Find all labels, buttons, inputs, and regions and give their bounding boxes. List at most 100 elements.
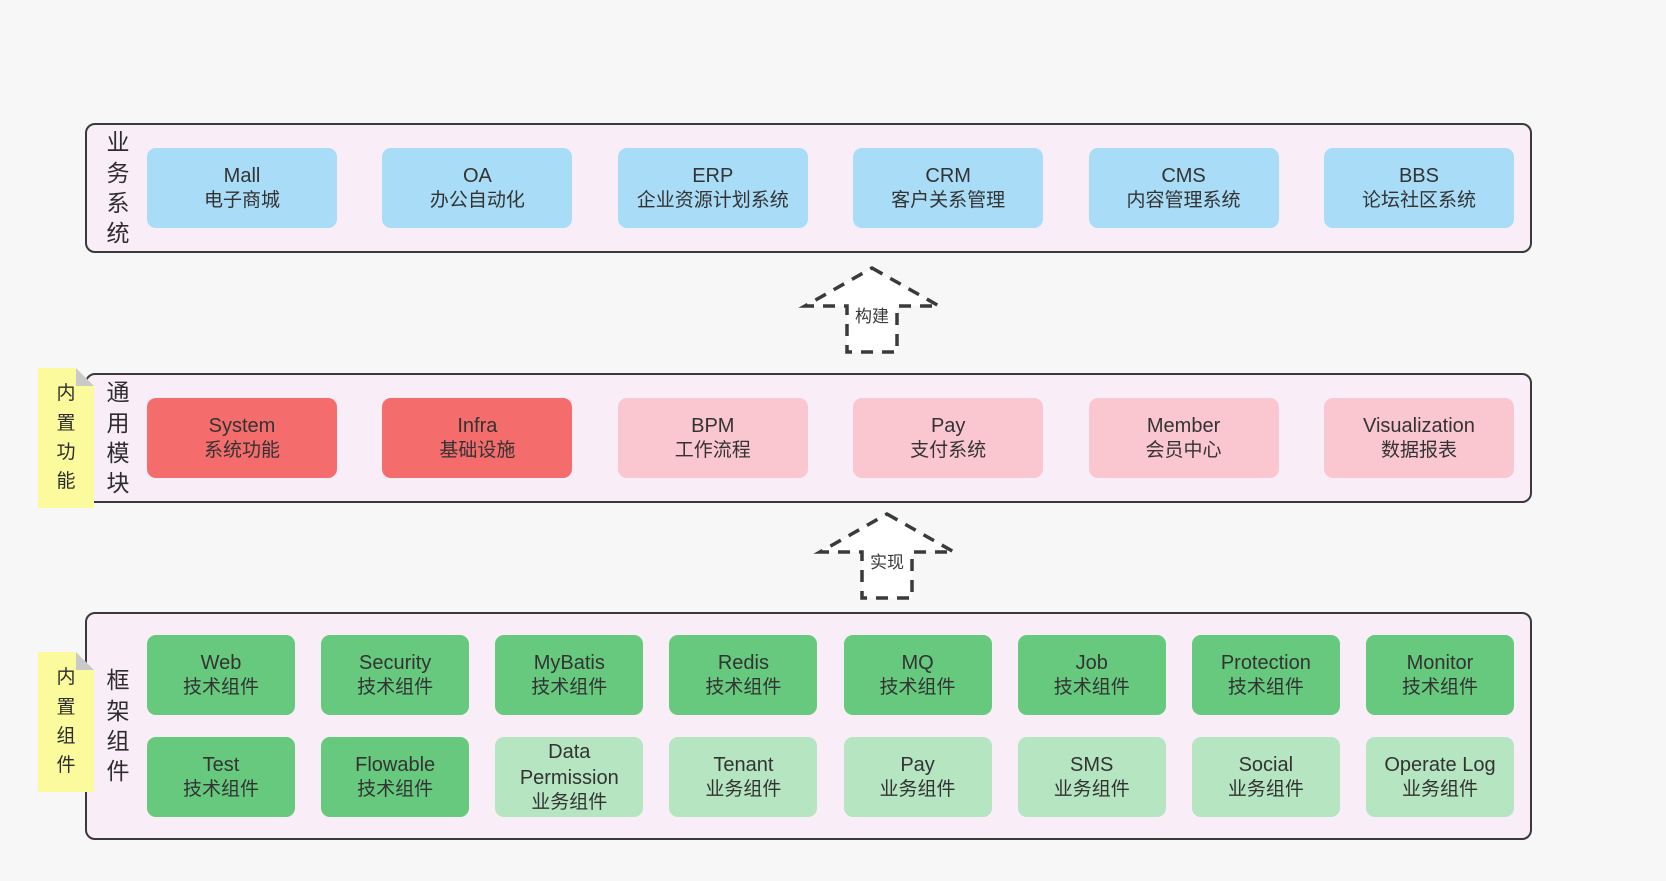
box-subtitle: 业务组件 [1227, 778, 1304, 800]
sticky-note-builtin-components: 内置组件 [38, 652, 94, 792]
box-subtitle: 业务组件 [705, 778, 782, 800]
box-erp: ERP 企业资源计划系统 [617, 148, 808, 228]
modules-box-row: System 系统功能 Infra 基础设施 BPM 工作流程 Pay 支付系统… [147, 398, 1514, 478]
arrow-implement-label: 实现 [867, 548, 907, 573]
box-title: Tenant [713, 753, 774, 776]
box-subtitle: 技术组件 [879, 676, 956, 698]
box-subtitle: 技术组件 [1053, 676, 1130, 698]
box-subtitle: 电子商城 [203, 189, 280, 211]
box-title: Web [200, 651, 242, 674]
arrow-build: 构建 [797, 264, 947, 356]
box-mq: MQ 技术组件 [843, 635, 992, 715]
box-monitor: Monitor 技术组件 [1365, 635, 1514, 715]
box-subtitle: 支付系统 [910, 439, 987, 461]
box-title: MQ [901, 651, 934, 674]
box-data-permission: Data Permission 业务组件 [495, 737, 644, 817]
box-oa: OA 办公自动化 [382, 148, 573, 228]
box-bbs: BBS 论坛社区系统 [1323, 148, 1514, 228]
box-title: Flowable [355, 753, 436, 776]
box-title: Monitor [1406, 651, 1474, 674]
box-sms: SMS 业务组件 [1017, 737, 1166, 817]
box-subtitle: 技术组件 [357, 676, 434, 698]
sticky-label: 内置功能 [56, 383, 76, 493]
components-grid: Web 技术组件 Security 技术组件 MyBatis 技术组件 Redi… [147, 635, 1514, 817]
sticky-label: 内置组件 [56, 667, 76, 777]
panel-common-modules: 通用模块 System 系统功能 Infra 基础设施 BPM 工作流程 Pay… [85, 373, 1532, 503]
box-web: Web 技术组件 [147, 635, 295, 715]
box-system: System 系统功能 [147, 398, 337, 478]
box-title: CRM [925, 164, 971, 187]
box-title: Job [1075, 651, 1108, 674]
box-title: CMS [1161, 164, 1206, 187]
components-row-2: Test 技术组件 Flowable 技术组件 Data Permission … [147, 737, 1514, 817]
box-tenant: Tenant 业务组件 [669, 737, 818, 817]
box-subtitle: 内容管理系统 [1126, 189, 1241, 211]
components-row-1: Web 技术组件 Security 技术组件 MyBatis 技术组件 Redi… [147, 635, 1514, 715]
box-subtitle: 技术组件 [705, 676, 782, 698]
box-title: Data Permission [519, 740, 619, 789]
box-social: Social 业务组件 [1191, 737, 1340, 817]
panel-framework-components: 框架组件 Web 技术组件 Security 技术组件 MyBatis 技术组件… [85, 612, 1532, 840]
box-title: Member [1146, 414, 1221, 437]
panel-business-label: 业务系统 [106, 129, 130, 247]
box-subtitle: 技术组件 [531, 676, 608, 698]
box-title: ERP [692, 164, 734, 187]
panel-modules-label: 通用模块 [106, 379, 130, 497]
box-title: Test [202, 753, 240, 776]
box-title: Redis [717, 651, 769, 674]
box-subtitle: 业务组件 [531, 791, 608, 813]
box-title: Infra [457, 414, 498, 437]
box-title: Operate Log [1384, 753, 1496, 776]
box-title: OA [462, 164, 492, 187]
box-subtitle: 系统功能 [203, 439, 280, 461]
box-subtitle: 技术组件 [182, 676, 259, 698]
box-subtitle: 基础设施 [439, 439, 516, 461]
box-title: SMS [1070, 753, 1114, 776]
box-title: Social [1238, 753, 1294, 776]
box-subtitle: 业务组件 [1053, 778, 1130, 800]
box-subtitle: 工作流程 [674, 439, 751, 461]
box-pay-component: Pay 业务组件 [843, 737, 992, 817]
box-subtitle: 企业资源计划系统 [636, 189, 789, 211]
box-subtitle: 办公自动化 [429, 189, 525, 211]
box-test: Test 技术组件 [147, 737, 295, 817]
box-bpm: BPM 工作流程 [617, 398, 808, 478]
box-subtitle: 论坛社区系统 [1361, 189, 1476, 211]
box-job: Job 技术组件 [1017, 635, 1166, 715]
box-mybatis: MyBatis 技术组件 [495, 635, 644, 715]
box-subtitle: 技术组件 [182, 778, 259, 800]
box-title: Mall [223, 164, 261, 187]
arrow-implement: 实现 [812, 510, 962, 602]
box-crm: CRM 客户关系管理 [853, 148, 1044, 228]
box-cms: CMS 内容管理系统 [1088, 148, 1279, 228]
box-protection: Protection 技术组件 [1191, 635, 1340, 715]
panel-business-systems: 业务系统 Mall 电子商城 OA 办公自动化 ERP 企业资源计划系统 CRM… [85, 123, 1532, 253]
box-visualization: Visualization 数据报表 [1323, 398, 1514, 478]
box-mall: Mall 电子商城 [147, 148, 337, 228]
box-subtitle: 客户关系管理 [891, 189, 1006, 211]
arrow-build-label: 构建 [852, 302, 892, 327]
box-title: Security [359, 651, 432, 674]
box-title: System [208, 414, 276, 437]
box-infra: Infra 基础设施 [382, 398, 573, 478]
box-title: Pay [930, 414, 966, 437]
box-flowable: Flowable 技术组件 [321, 737, 470, 817]
box-title: MyBatis [533, 651, 605, 674]
box-title: Visualization [1362, 414, 1475, 437]
box-title: Pay [900, 753, 935, 776]
box-subtitle: 技术组件 [1227, 676, 1304, 698]
box-title: BPM [691, 414, 735, 437]
box-title: Protection [1220, 651, 1311, 674]
box-subtitle: 技术组件 [357, 778, 434, 800]
box-subtitle: 数据报表 [1380, 439, 1457, 461]
box-subtitle: 业务组件 [879, 778, 956, 800]
box-security: Security 技术组件 [321, 635, 470, 715]
business-box-row: Mall 电子商城 OA 办公自动化 ERP 企业资源计划系统 CRM 客户关系… [147, 148, 1514, 228]
panel-components-label: 框架组件 [106, 667, 130, 785]
box-redis: Redis 技术组件 [669, 635, 818, 715]
box-pay: Pay 支付系统 [853, 398, 1044, 478]
box-title: BBS [1398, 164, 1439, 187]
box-subtitle: 技术组件 [1401, 676, 1478, 698]
box-member: Member 会员中心 [1088, 398, 1279, 478]
